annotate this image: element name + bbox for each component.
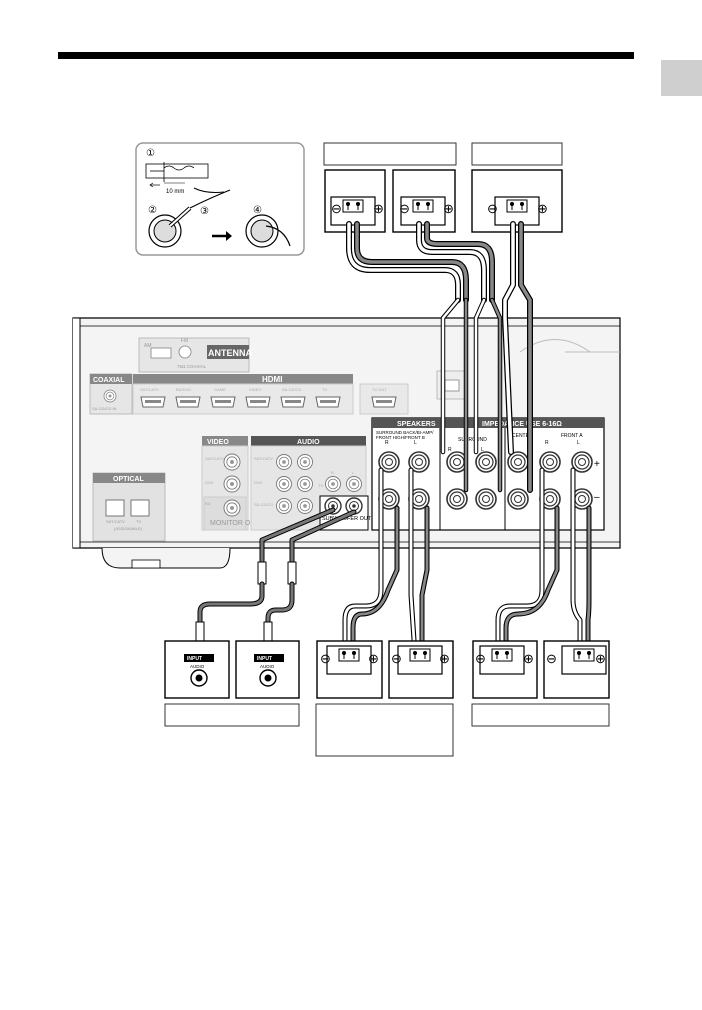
surround-speaker-label-box bbox=[323, 142, 457, 166]
channel-r-label: R bbox=[385, 440, 389, 446]
plus-sign: + bbox=[594, 459, 600, 470]
step-4-label: ④ bbox=[253, 205, 262, 216]
minus-icon: ⊖ bbox=[475, 651, 486, 666]
minus-sign: – bbox=[594, 492, 600, 503]
front-a-label: FRONT A bbox=[561, 433, 583, 439]
minus-icon: ⊖ bbox=[391, 651, 402, 666]
subwoofer-label-box bbox=[164, 703, 300, 727]
minus-icon: ⊖ bbox=[487, 201, 498, 216]
audio-tv-label: TV bbox=[318, 483, 323, 488]
video-label: VIDEO bbox=[207, 439, 229, 446]
step-3-label: ③ bbox=[200, 206, 209, 217]
center-label: CENTER bbox=[512, 433, 533, 439]
hdmi-input-label: SAT/CATV bbox=[140, 387, 159, 392]
audio-row-label: SA-CD/CD bbox=[254, 502, 273, 507]
hdmi-input-label: GAME bbox=[214, 387, 226, 392]
channel-r-label: R bbox=[545, 440, 549, 446]
coaxial-label: COAXIAL bbox=[93, 377, 125, 384]
video-row-label: DVD bbox=[205, 480, 214, 485]
channel-r-label: R bbox=[448, 447, 452, 453]
video-row-label: BD bbox=[205, 501, 211, 506]
bottom-terminals: ⊖ ⊕ ⊖ ⊕ ⊖ ⊕ ⊖ ⊕ bbox=[320, 645, 607, 675]
fm-ohm-label: 75Ω COAXIAL bbox=[177, 364, 207, 369]
section-header-bar bbox=[58, 52, 634, 59]
hdmi-input-label: TV bbox=[322, 387, 327, 392]
plus-icon: ⊕ bbox=[537, 201, 548, 216]
fm-label: FM bbox=[181, 338, 188, 344]
center-speaker-label-box bbox=[471, 142, 563, 166]
subwoofer-input-label: INPUT bbox=[187, 656, 202, 662]
plus-icon: ⊕ bbox=[523, 651, 534, 666]
plus-icon: ⊕ bbox=[439, 651, 450, 666]
av-receiver-rear-panel: ANTENNA AM FM 75Ω COAXIAL COAXIAL SA-CD/… bbox=[72, 317, 621, 569]
minus-icon: ⊖ bbox=[399, 201, 410, 216]
optical-input-label: SAT/CATV bbox=[106, 519, 125, 524]
channel-l-label: L bbox=[577, 440, 580, 446]
front-a-label-box bbox=[471, 703, 610, 727]
subwoofer-out-label: SUBWOOFER OUT bbox=[322, 516, 372, 522]
am-label: AM bbox=[144, 343, 152, 349]
plus-icon: ⊕ bbox=[368, 651, 379, 666]
subwoofer-cables bbox=[195, 507, 357, 645]
bottom-speaker-cables bbox=[342, 467, 592, 643]
subwoofer-input-label: INPUT bbox=[257, 656, 272, 662]
minus-icon: ⊖ bbox=[546, 651, 557, 666]
chapter-side-tab bbox=[661, 60, 702, 96]
surround-back-label: SURROUND BACK/BI-AMP/ bbox=[376, 430, 434, 435]
monitor-out-label: MONITOR OUT bbox=[210, 520, 260, 527]
audio-label: AUDIO bbox=[297, 439, 320, 446]
channel-l-label: L bbox=[414, 440, 417, 446]
strip-length-label: 10 mm bbox=[166, 189, 184, 195]
front-b-label-box bbox=[315, 703, 454, 757]
surround-label: SURROUND bbox=[458, 437, 487, 443]
hdmi-label: HDMI bbox=[262, 375, 282, 384]
subwoofer-audio-label: AUDIO bbox=[190, 664, 205, 669]
surround-back-label-2: FRONT HIGH/FRONT B bbox=[376, 435, 425, 440]
hdmi-input-label: SA-CD/CD bbox=[282, 387, 301, 392]
subwoofer-2 bbox=[235, 640, 300, 699]
minus-icon: ⊖ bbox=[320, 651, 331, 666]
plus-icon: ⊕ bbox=[595, 651, 606, 666]
subwoofer-audio-label: AUDIO bbox=[260, 664, 275, 669]
optical-label: OPTICAL bbox=[113, 476, 144, 483]
audio-r-label: R bbox=[331, 470, 334, 475]
hdmi-input-label: VIDEO bbox=[249, 387, 261, 392]
wire-prep-inset: ① 10 mm ② ③ ④ bbox=[135, 142, 305, 256]
optical-input-label: TV bbox=[136, 519, 141, 524]
subwoofer-1 bbox=[164, 640, 230, 699]
optical-sub-label: (ASSIGNABLE) bbox=[114, 526, 143, 531]
step-1-label: ① bbox=[146, 148, 155, 159]
hdmi-input-label: TV OUT bbox=[372, 387, 387, 392]
coaxial-sub-label: SA-CD/CD IN bbox=[92, 406, 117, 411]
step-2-label: ② bbox=[148, 205, 157, 216]
speakers-label: SPEAKERS bbox=[397, 421, 436, 428]
hdmi-input-label: BD/DVD bbox=[176, 387, 191, 392]
impedance-label: IMPEDANCE USE 6-16Ω bbox=[482, 421, 562, 428]
audio-row-label: DVD bbox=[254, 480, 263, 485]
subwoofer-input-jacks: INPUT AUDIO INPUT AUDIO bbox=[184, 654, 284, 687]
minus-icon: ⊖ bbox=[331, 201, 342, 216]
antenna-label: ANTENNA bbox=[208, 348, 252, 358]
top-speaker-cables bbox=[346, 221, 533, 493]
plus-icon: ⊕ bbox=[443, 201, 454, 216]
plus-icon: ⊕ bbox=[373, 201, 384, 216]
audio-row-label: SAT/CATV bbox=[254, 456, 273, 461]
audio-l-label: L bbox=[352, 470, 355, 475]
top-terminals: ⊖ ⊕ ⊖ ⊕ ⊖ ⊕ bbox=[330, 196, 548, 226]
channel-l-label: L bbox=[481, 447, 484, 453]
video-row-label: SAT/CATV bbox=[205, 456, 224, 461]
